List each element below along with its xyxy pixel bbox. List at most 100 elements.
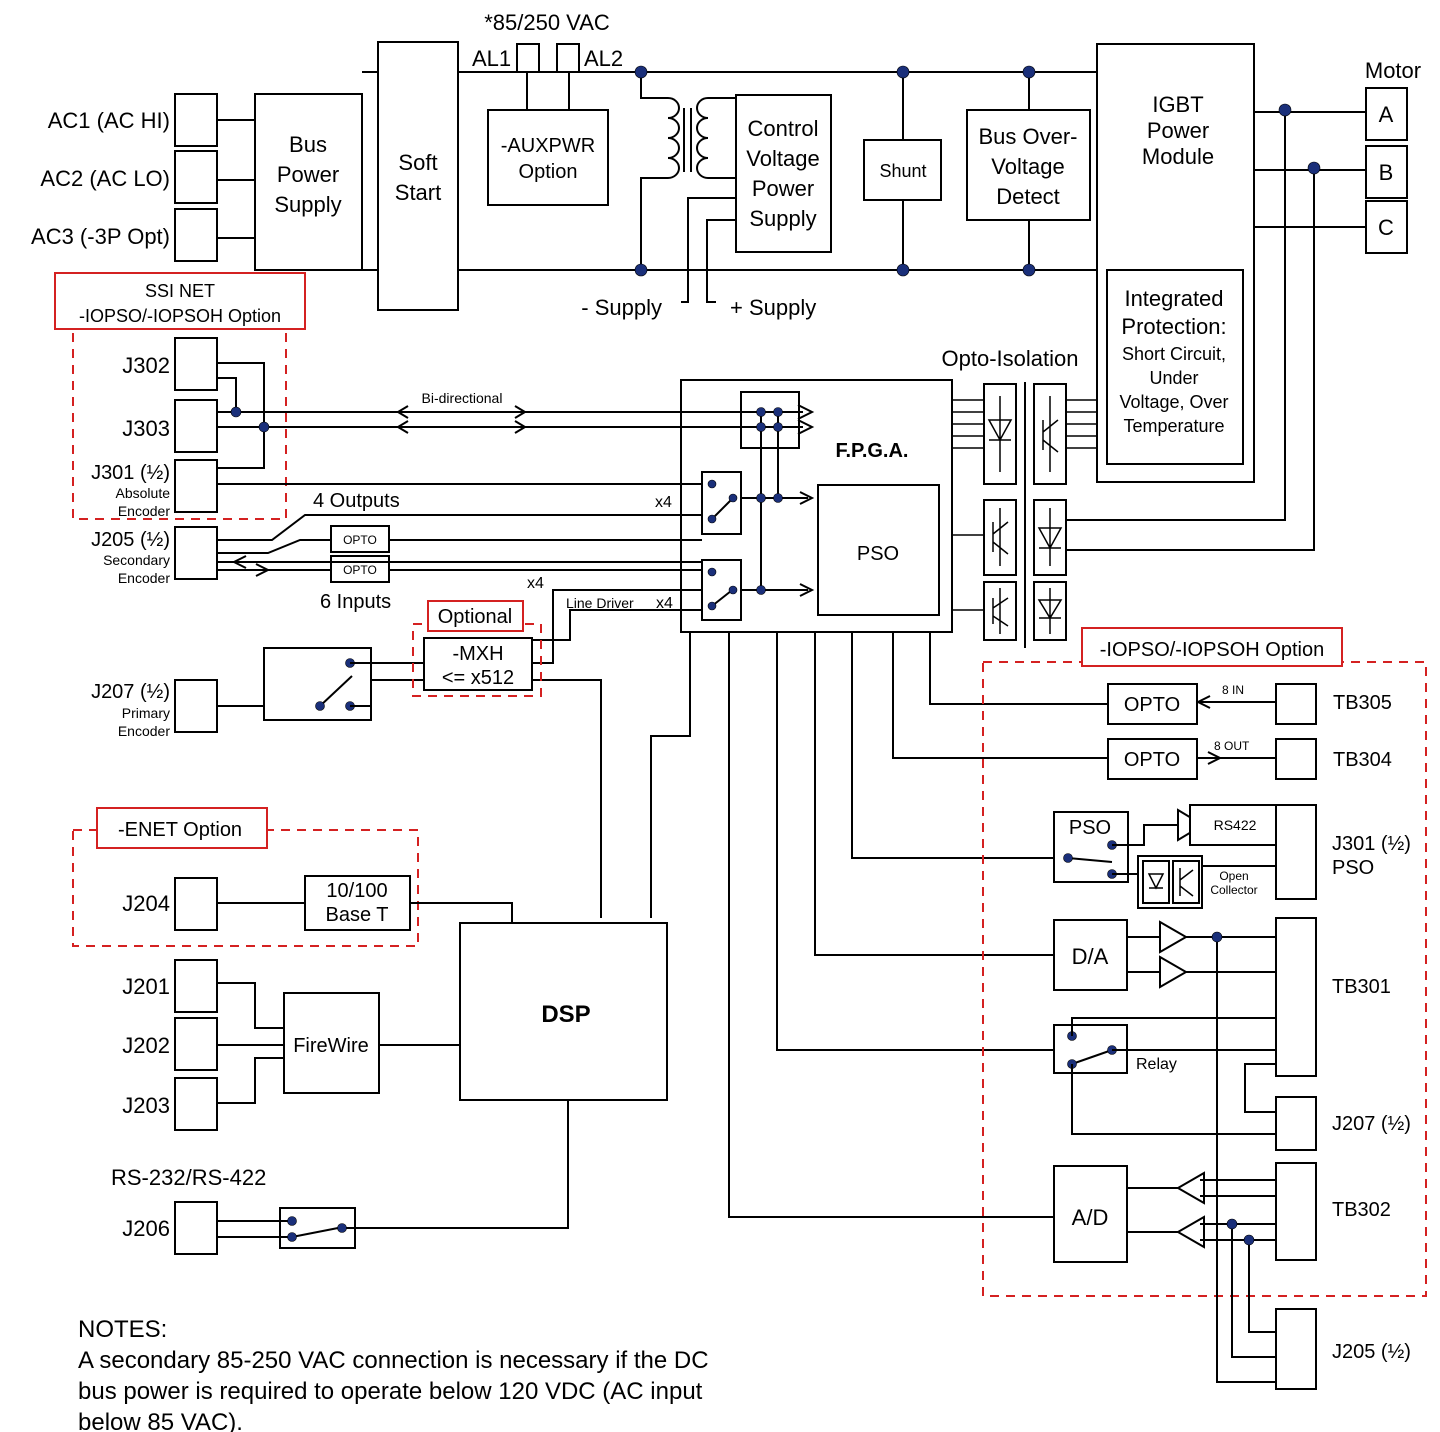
in8-wire (1195, 695, 1276, 709)
bus-power-supply-text: Power (277, 162, 339, 187)
ssi-net-option: SSI NET -IOPSO/-IOPSOH Option J302 J303 … (54, 272, 702, 520)
enet-wires (217, 902, 513, 923)
j204-connector (174, 877, 218, 931)
pso-label: PSO (857, 543, 899, 565)
protection-text: Under (1149, 368, 1198, 388)
shunt-block (863, 139, 942, 201)
bus-arrowheads (797, 404, 815, 435)
igbt-text: Module (1142, 144, 1214, 169)
ssi-junction (258, 421, 270, 433)
enet-option-label-box (96, 807, 268, 849)
switch-contact (315, 701, 325, 711)
switch-contact (728, 493, 738, 503)
ssi-option-boundary (72, 321, 287, 520)
protection-text: Protection: (1121, 314, 1226, 339)
in8-label: 8 IN (1222, 683, 1244, 697)
igbt-text: Power (1147, 118, 1209, 143)
motor-phase-c (1365, 200, 1408, 254)
switch-contact (337, 1223, 347, 1233)
j303-label: J303 (122, 416, 170, 441)
relay-to-j207-wire (1244, 1063, 1276, 1113)
minus-supply-label: - Supply (581, 295, 662, 320)
iopso-option-boundary (982, 661, 1427, 1297)
opto-out-text: OPTO (1124, 749, 1180, 771)
tb305-connector (1275, 683, 1317, 725)
iopso-option-label-box (1081, 627, 1343, 667)
auxpwr-text: Option (519, 161, 578, 183)
j207-label: J207 (½) (91, 681, 170, 703)
shunt-text: Shunt (879, 161, 926, 181)
ad-converter-block (1053, 1165, 1128, 1263)
opto-symbol (1147, 868, 1194, 897)
enet-option-boundary (72, 829, 419, 947)
out8-label: 8 OUT (1214, 739, 1250, 753)
relay-label: Relay (1136, 1056, 1177, 1073)
fpga-junction (756, 493, 766, 503)
bus-junction (634, 263, 648, 277)
da-to-tb301-wires (1186, 936, 1276, 1383)
fpga-junction (773, 407, 783, 417)
tb301-connector (1275, 917, 1317, 1077)
pso-switch-label: PSO (1069, 817, 1111, 839)
bus-junction (634, 65, 648, 79)
igbt-text: IGBT (1152, 92, 1203, 117)
motor-phase-junction (1278, 103, 1292, 117)
soft-start-text: Soft (398, 150, 437, 175)
bus-power-supply-text: Supply (274, 192, 341, 217)
j207-right-label: J207 (½) (1332, 1113, 1411, 1135)
j207-right-connector (1275, 1096, 1317, 1151)
bidirectional-arrows (396, 405, 527, 434)
j301-label: J301 (½) (91, 462, 170, 484)
switch-contact (707, 479, 717, 489)
control-voltage-power-supply-block (735, 94, 832, 253)
notes-line: below 85 VAC). (78, 1409, 243, 1432)
inputs-wires (217, 561, 702, 571)
j204-label: J204 (122, 891, 170, 916)
switch-contact (728, 585, 738, 595)
control-voltage-text: Power (752, 176, 814, 201)
fpga-to-lower-opto-wires (952, 534, 984, 611)
opto-input-block (330, 555, 390, 583)
ssi-bus-wires (217, 411, 803, 428)
supply-output-wires (681, 197, 736, 303)
tb302-label: TB302 (1332, 1199, 1391, 1221)
open-collector-led (1142, 860, 1170, 904)
motor-phase-c-label: C (1378, 215, 1394, 240)
ssi-option-label-box (54, 272, 306, 330)
motor-phase-b-label: B (1379, 160, 1394, 185)
ssi-option-subtitle: -IOPSO/-IOPSOH Option (79, 306, 281, 326)
bus-overvoltage-text: Voltage (991, 154, 1064, 179)
j202-connector (174, 1017, 218, 1071)
opto-in-block (1107, 683, 1198, 725)
soft-start-text: Start (395, 180, 441, 205)
bus-overvoltage-detect-block (966, 109, 1091, 221)
j301-pso-label: J301 (½) (1332, 833, 1411, 855)
firewire-block (283, 992, 380, 1094)
bus-overvoltage-text: Bus Over- (978, 124, 1077, 149)
rs232-label: RS-232/RS-422 (111, 1165, 266, 1190)
motor-feedback-wires (1066, 112, 1315, 551)
fpga-junction (773, 422, 783, 432)
fpga-junction (773, 493, 783, 503)
j205-secondary-encoder-connector (174, 526, 218, 580)
protection-text: Voltage, Over (1119, 392, 1228, 412)
j207-sublabel: Encoder (118, 723, 170, 739)
optional-label: Optional (438, 606, 513, 628)
j203-label: J203 (122, 1093, 170, 1118)
switch-contact (707, 514, 717, 524)
ssi-option-title: SSI NET (145, 281, 215, 301)
motor-phase-a (1365, 87, 1408, 141)
serial-wires (217, 1100, 569, 1238)
j207-primary-encoder-connector (174, 679, 218, 733)
j302-label: J302 (122, 353, 170, 378)
switch-blade (1067, 857, 1113, 863)
switch-to-pso-wire (741, 583, 815, 597)
notes-section: NOTES: A secondary 85-250 VAC connection… (78, 1314, 798, 1432)
j301-sublabel: Encoder (118, 503, 170, 519)
ac1-label: AC1 (AC HI) (48, 108, 170, 133)
j205-label: J205 (½) (91, 529, 170, 551)
enet-option: -ENET Option J204 10/100 Base T (72, 807, 513, 947)
ac3-connector (174, 208, 218, 262)
pso-block (817, 484, 940, 616)
j201-label: J201 (122, 974, 170, 999)
